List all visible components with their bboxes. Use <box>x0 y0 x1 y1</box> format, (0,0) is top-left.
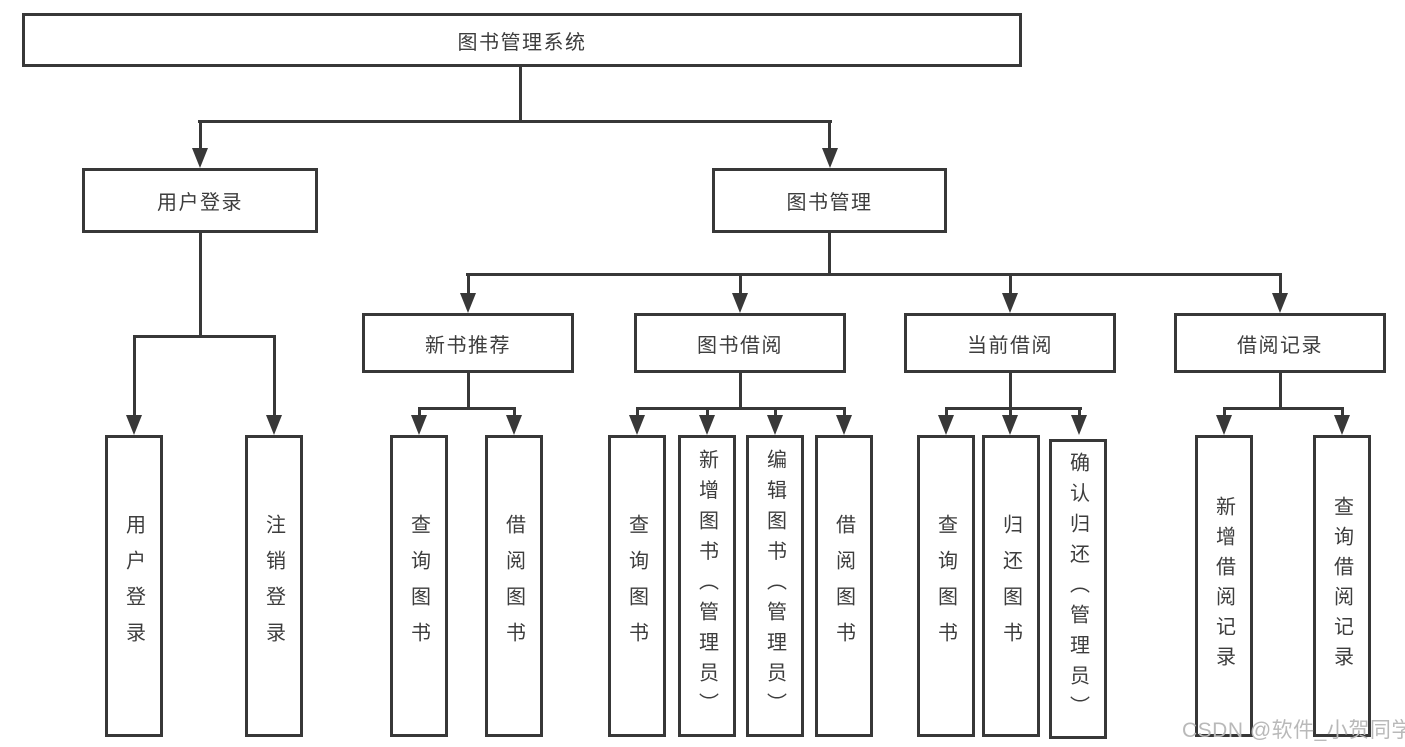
node-user-login-label: 用户登录 <box>157 192 243 214</box>
arrow-down-icon <box>506 415 522 435</box>
connector-user-login-drop <box>199 120 202 150</box>
connector-section-drop <box>1279 273 1282 295</box>
leaf-br-add-record: 新增借阅记录 <box>1195 435 1253 737</box>
connector-book-mgmt-stem <box>828 233 831 275</box>
leaf-br-query-record: 查询借阅记录 <box>1313 435 1371 737</box>
arrow-down-icon <box>836 415 852 435</box>
arrow-down-icon <box>266 415 282 435</box>
leaf-label: 新增借阅记录 <box>1212 496 1235 676</box>
leaf-nbr-query-books: 查询图书 <box>390 435 448 737</box>
arrow-down-icon <box>126 415 142 435</box>
connector-cb-stem <box>1009 373 1012 409</box>
node-new-book-recommend-label: 新书推荐 <box>425 334 511 357</box>
node-borrowing-records-label: 借阅记录 <box>1237 334 1323 357</box>
connector-leaf-drop <box>133 335 136 417</box>
connector-section-drop <box>467 273 470 295</box>
connector-br-crossbar <box>1223 407 1344 410</box>
leaf-logout: 注销登录 <box>245 435 303 737</box>
arrow-down-icon <box>411 415 427 435</box>
connector-leaf-drop <box>945 407 948 417</box>
arrow-down-icon <box>629 415 645 435</box>
leaf-label: 归还图书 <box>999 514 1022 658</box>
arrow-down-icon <box>732 293 748 313</box>
node-root-label: 图书管理系统 <box>457 31 587 54</box>
node-current-borrowing: 当前借阅 <box>904 313 1116 373</box>
connector-leaf-drop <box>1078 407 1081 417</box>
connector-root-stem <box>519 67 522 123</box>
leaf-label: 查询图书 <box>934 514 957 658</box>
leaf-cb-confirm-return-admin: 确认归还（管理员） <box>1049 439 1107 739</box>
connector-br-stem <box>1279 373 1282 409</box>
leaf-cb-return-books: 归还图书 <box>982 435 1040 737</box>
arrow-down-icon <box>1002 415 1018 435</box>
leaf-label: 编辑图书（管理员） <box>763 449 786 723</box>
connector-leaf-drop <box>273 335 276 417</box>
arrow-down-icon <box>1334 415 1350 435</box>
connector-section-drop <box>1009 273 1012 295</box>
node-book-management: 图书管理 <box>712 168 947 233</box>
node-book-borrowing-label: 图书借阅 <box>697 334 783 357</box>
leaf-label: 确认归还（管理员） <box>1066 452 1089 726</box>
leaf-cb-query-books: 查询图书 <box>917 435 975 737</box>
leaf-label: 借阅图书 <box>502 514 525 658</box>
connector-leaf-drop <box>1223 407 1226 417</box>
leaf-label: 新增图书（管理员） <box>695 449 718 723</box>
connector-nbr-crossbar <box>418 407 516 410</box>
node-new-book-recommend: 新书推荐 <box>362 313 574 373</box>
node-user-login: 用户登录 <box>82 168 318 233</box>
leaf-bb-add-books-admin: 新增图书（管理员） <box>678 435 736 737</box>
connector-user-login-crossbar <box>133 335 276 338</box>
arrow-down-icon <box>1216 415 1232 435</box>
arrow-down-icon <box>1272 293 1288 313</box>
arrow-down-icon <box>822 148 838 168</box>
connector-leaf-drop <box>706 407 709 417</box>
leaf-bb-edit-books-admin: 编辑图书（管理员） <box>746 435 804 737</box>
arrow-down-icon <box>938 415 954 435</box>
node-book-management-label: 图书管理 <box>786 192 873 214</box>
leaf-label: 用户登录 <box>122 514 145 658</box>
arrow-down-icon <box>460 293 476 313</box>
connector-book-mgmt-drop <box>828 120 831 150</box>
leaf-label: 查询图书 <box>625 514 648 658</box>
leaf-label: 查询图书 <box>407 514 430 658</box>
node-root: 图书管理系统 <box>22 13 1022 67</box>
leaf-label: 借阅图书 <box>832 514 855 658</box>
connector-bb-stem <box>739 373 742 409</box>
leaf-user-login: 用户登录 <box>105 435 163 737</box>
arrow-down-icon <box>1002 293 1018 313</box>
arrow-down-icon <box>767 415 783 435</box>
connector-user-login-stem <box>199 233 202 337</box>
leaf-bb-borrow-books: 借阅图书 <box>815 435 873 737</box>
arrow-down-icon <box>699 415 715 435</box>
leaf-label: 查询借阅记录 <box>1330 496 1353 676</box>
connector-leaf-drop <box>418 407 421 417</box>
connector-bb-crossbar <box>636 407 846 410</box>
connector-book-mgmt-crossbar <box>466 273 1282 276</box>
connector-section-drop <box>739 273 742 295</box>
connector-cb-crossbar <box>945 407 1082 410</box>
node-current-borrowing-label: 当前借阅 <box>967 334 1053 357</box>
connector-leaf-drop <box>1341 407 1344 417</box>
connector-nbr-stem <box>467 373 470 409</box>
leaf-label: 注销登录 <box>262 514 285 658</box>
leaf-bb-query-books: 查询图书 <box>608 435 666 737</box>
connector-leaf-drop <box>636 407 639 417</box>
node-book-borrowing: 图书借阅 <box>634 313 846 373</box>
connector-root-crossbar <box>198 120 832 123</box>
csdn-watermark: CSDN @软件_小贺同学 <box>1182 719 1405 742</box>
connector-leaf-drop <box>1009 407 1012 417</box>
connector-leaf-drop <box>843 407 846 417</box>
connector-leaf-drop <box>513 407 516 417</box>
arrow-down-icon <box>1071 415 1087 435</box>
leaf-nbr-borrow-books: 借阅图书 <box>485 435 543 737</box>
node-borrowing-records: 借阅记录 <box>1174 313 1386 373</box>
connector-leaf-drop <box>774 407 777 417</box>
arrow-down-icon <box>192 148 208 168</box>
